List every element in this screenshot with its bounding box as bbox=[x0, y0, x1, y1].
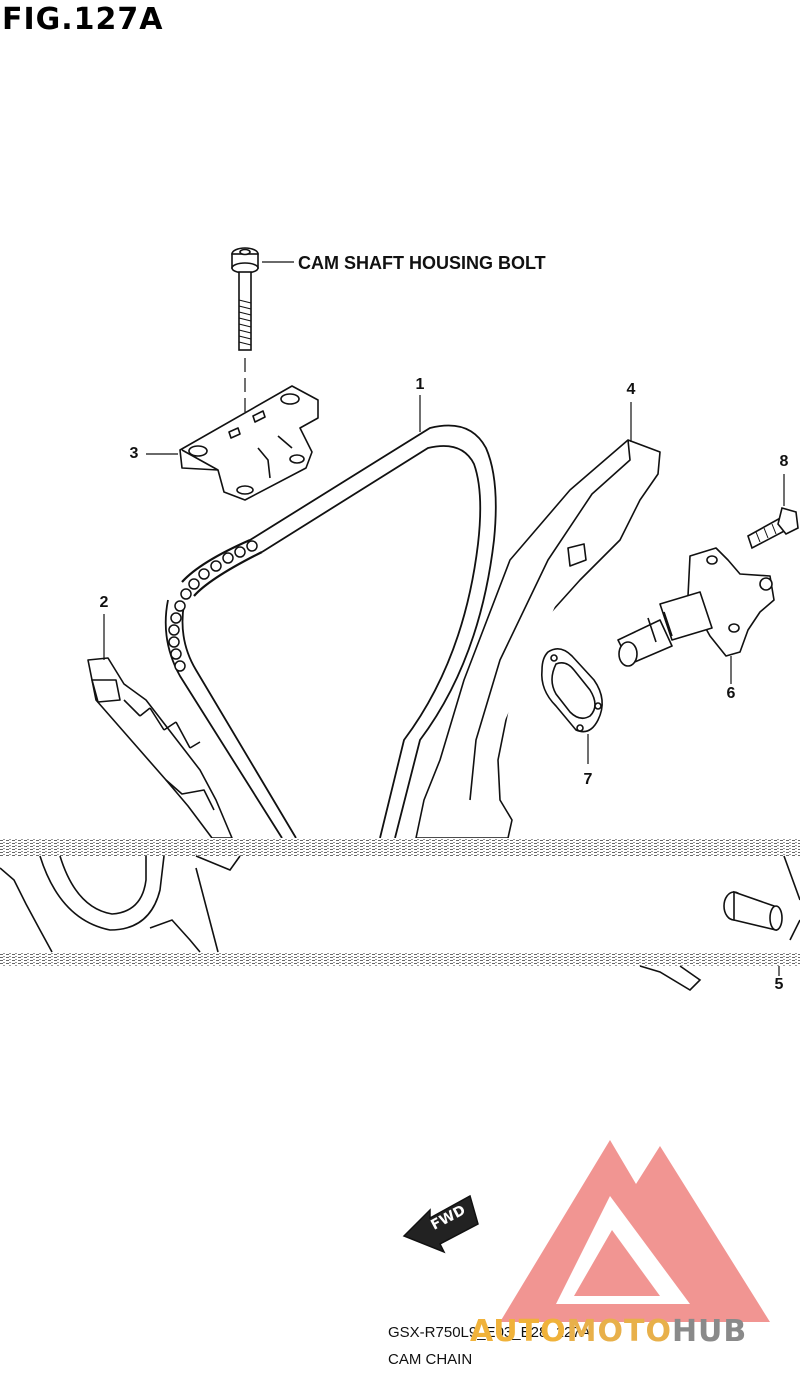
figure-name: CAM CHAIN bbox=[388, 1351, 473, 1368]
watermark-logo bbox=[498, 1140, 770, 1322]
part-label-7: 7 bbox=[583, 771, 593, 788]
lower-crop-detail bbox=[0, 855, 800, 992]
scan-strip-bottom bbox=[0, 952, 800, 966]
part-label-6: 6 bbox=[726, 685, 736, 702]
cam-chain-guide bbox=[87, 657, 233, 839]
callout-bolt: CAM SHAFT HOUSING BOLT bbox=[298, 253, 546, 273]
scan-strip-top bbox=[0, 838, 800, 856]
tensioner-bolt bbox=[747, 507, 799, 550]
part-label-3: 3 bbox=[129, 445, 139, 462]
part-label-2: 2 bbox=[99, 594, 109, 611]
figure-code: GSX-R750L9_E03_E28_127A bbox=[388, 1324, 591, 1341]
part-label-8: 8 bbox=[779, 453, 789, 470]
fwd-arrow-icon bbox=[402, 1194, 479, 1254]
part-label-1: 1 bbox=[415, 376, 425, 393]
figure-title: FIG.127A bbox=[2, 2, 164, 37]
cam-shaft-housing-bolt bbox=[231, 247, 259, 351]
part-label-4: 4 bbox=[626, 381, 636, 398]
part-label-5: 5 bbox=[774, 976, 784, 993]
cam-chain-tensioner-blade bbox=[415, 439, 661, 839]
watermark-text-moto: MOTO bbox=[566, 1314, 672, 1349]
cam-chain bbox=[164, 424, 497, 839]
bolt-5 bbox=[723, 890, 783, 932]
watermark-text-auto: AUTO bbox=[470, 1314, 567, 1349]
tensioner-adjuster bbox=[617, 547, 775, 667]
watermark-text-hub: HUB bbox=[671, 1314, 748, 1349]
cam-shaft-housing bbox=[179, 385, 319, 501]
watermark-text: AUTOMOTOHUB bbox=[470, 1314, 747, 1349]
cam-chain-links bbox=[168, 540, 258, 672]
gasket bbox=[540, 648, 603, 733]
